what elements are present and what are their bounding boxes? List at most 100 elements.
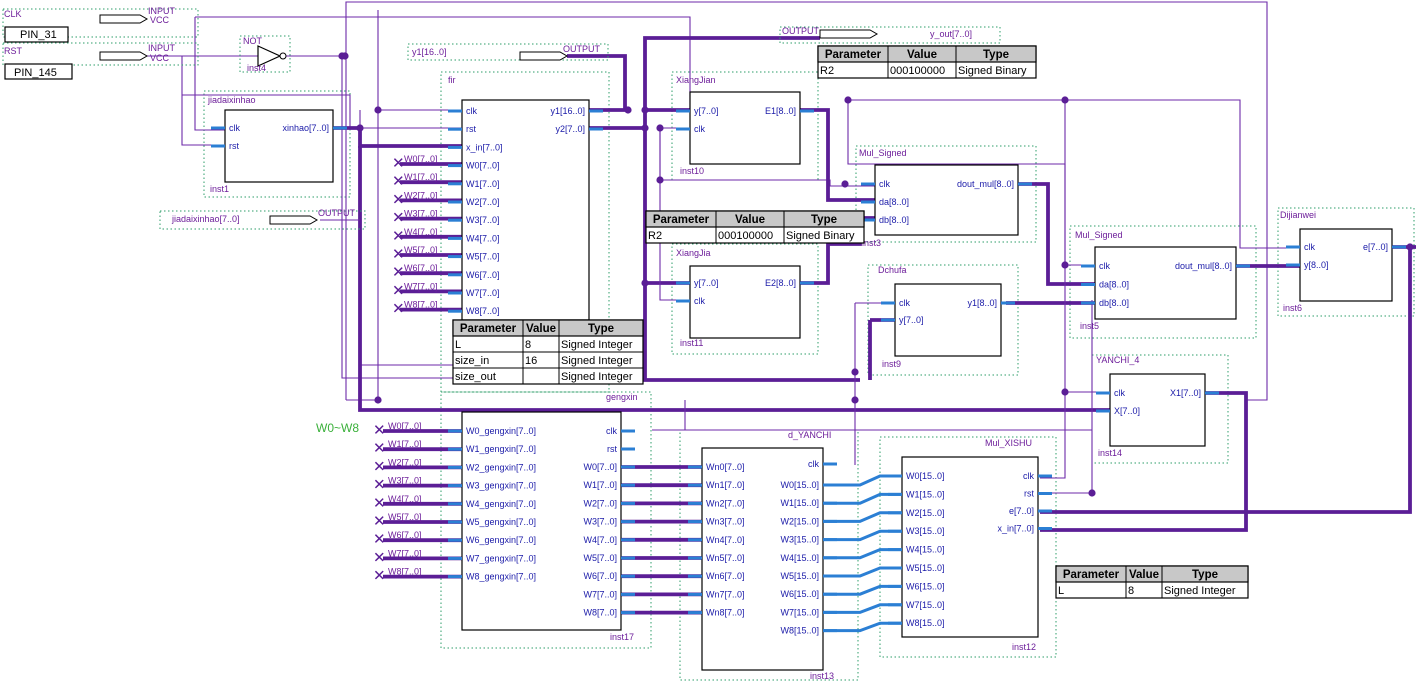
rst-to-fir[interactable] — [182, 94, 462, 129]
gengxin-out-pin: W3[7..0] — [583, 517, 617, 527]
t3-cell: 8 — [525, 339, 531, 351]
mul2-body[interactable] — [1094, 246, 1237, 320]
rst-to-jiadai[interactable] — [181, 56, 225, 146]
gengxin-out-pin: W7[7..0] — [583, 589, 617, 599]
dyanchi-out-pin: W7[15..0] — [780, 607, 819, 617]
dijianwei-body[interactable] — [1299, 228, 1393, 302]
junction-dot — [656, 176, 664, 184]
not-gate-icon[interactable] — [257, 45, 282, 67]
x1-to-mulxishu[interactable] — [1040, 391, 1248, 532]
fir-in-pin: W0[7..0] — [466, 161, 500, 171]
rst-pin-frame — [2, 42, 199, 66]
y1-output-bus[interactable] — [567, 54, 627, 112]
weights-annotation: W0~W8 — [316, 421, 359, 435]
t1-header-cell: Parameter — [825, 49, 882, 61]
group-frame — [1277, 207, 1415, 317]
mulxishu-in-pin: W7[15..0] — [906, 600, 945, 610]
xiangjian-out-pin: E1[8..0] — [765, 106, 796, 116]
dyanchi-out-pin: W3[15..0] — [780, 535, 819, 545]
t1-header-cell: Value — [907, 49, 937, 61]
y1-output-symbol[interactable] — [519, 51, 569, 61]
jiadai-out-pin: xinhao[7..0] — [282, 123, 329, 133]
y1-output-name: y1[16..0] — [412, 47, 447, 57]
yout-output-symbol[interactable] — [819, 29, 879, 39]
io-pins: CLK PIN_31 INPUT VCC RST PIN_145 INPUT V… — [2, 6, 1001, 435]
rst-input-symbol[interactable] — [99, 51, 149, 61]
e-feedback[interactable] — [1040, 247, 1412, 514]
mulxishu-body[interactable] — [901, 456, 1039, 638]
mul1-to-mul2[interactable] — [1018, 182, 1095, 286]
t3-cell: Signed Integer — [561, 355, 633, 367]
gengxin-in-pin: W3_gengxin[7..0] — [466, 481, 536, 491]
border-wire-top[interactable] — [345, 1, 1268, 401]
jiadai-inst: inst1 — [210, 184, 229, 194]
group-frame — [1091, 354, 1229, 464]
fir-w-label: W3[7..0] — [404, 209, 438, 219]
t4-cell: 8 — [1128, 585, 1134, 597]
mul2-block[interactable]: Mul_Signedinst5clkda[8..0]db[8..0]dout_m… — [1075, 230, 1250, 331]
t3-header-cell: Value — [526, 323, 556, 335]
gengxin-w-x-icon: ✕ — [373, 531, 386, 548]
fir-w-label: W5[7..0] — [404, 245, 438, 255]
not-gate-title: NOT — [243, 36, 263, 46]
gengxin-w-label: W8[7..0] — [388, 567, 422, 577]
dyanchi-in-pin: Wn1[7..0] — [706, 480, 745, 490]
gengxin-w-x-icon: ✕ — [373, 549, 386, 566]
clk-down[interactable] — [346, 110, 379, 401]
gengxin-body[interactable] — [461, 411, 622, 631]
jiadai-title: jiadaixinhao — [207, 95, 256, 105]
clk-to-mulxishu[interactable] — [1040, 100, 1066, 479]
mulxishu-in-pin: W3[15..0] — [906, 526, 945, 536]
mul1-block[interactable]: Mul_Signedinst3clkda[8..0]db[8..0]dout_m… — [859, 148, 1032, 248]
mul1-body[interactable] — [874, 164, 1019, 236]
mul1-in-pin: da[8..0] — [879, 197, 909, 207]
clk-wire-top[interactable] — [195, 16, 691, 110]
mul1-out-pin: dout_mul[8..0] — [957, 179, 1014, 189]
yanchi4-out-pin: X1[7..0] — [1170, 388, 1201, 398]
clk-pin-frame — [2, 8, 199, 38]
dijianwei-out-pin: e[7..0] — [1363, 242, 1388, 252]
fir-w-x-icon: ✕ — [392, 301, 405, 318]
mulxishu-block[interactable]: Mul_XISHUinst12W0[15..0]W1[15..0]W2[15..… — [888, 438, 1052, 652]
rst-bus-down[interactable] — [286, 55, 455, 379]
clk-input-symbol[interactable] — [99, 14, 149, 24]
clk-input-sub: VCC — [150, 15, 170, 25]
y2-bus-top[interactable] — [589, 36, 820, 130]
mulxishu-in-pin: W0[15..0] — [906, 471, 945, 481]
xiangjian-body[interactable] — [689, 91, 801, 165]
fir-title: fir — [448, 75, 456, 85]
clk-to-dijianwei[interactable] — [848, 99, 1300, 249]
dyanchi-block[interactable]: d_YANCHIinst13Wn0[7..0]Wn1[7..0]Wn2[7..0… — [688, 430, 837, 681]
clk-to-jiadai[interactable] — [194, 17, 225, 131]
yanchi4-title: YANCHI_4 — [1096, 355, 1139, 365]
dchufa-in-pin: clk — [899, 298, 910, 308]
dyanchi-out-pin: W6[15..0] — [780, 589, 819, 599]
gengxin-block[interactable]: gengxininst17W0_gengxin[7..0]W1_gengxin[… — [448, 392, 638, 642]
jiadai-body[interactable] — [224, 109, 334, 183]
xiangjia-body[interactable] — [689, 265, 801, 339]
xiangjian-in-pin: clk — [694, 124, 705, 134]
y2-bus-down[interactable] — [643, 128, 860, 382]
fir-block[interactable]: firclkrstx_in[7..0]W0[7..0]W1[7..0]W2[7.… — [448, 75, 603, 321]
dyanchi-out-pin: W0[15..0] — [780, 480, 819, 490]
dchufa-body[interactable] — [894, 283, 1002, 357]
rst-input-sub: VCC — [150, 53, 170, 63]
rst-pin-box[interactable] — [4, 63, 73, 80]
clk-pin-box[interactable] — [4, 26, 69, 43]
yanchi4-body[interactable] — [1109, 373, 1206, 447]
xinhao-to-yanchi[interactable] — [358, 146, 1110, 412]
xinhao-to-fir[interactable] — [333, 126, 462, 148]
jiadai-output-symbol[interactable] — [269, 215, 319, 225]
dyanchi-body[interactable] — [701, 447, 824, 671]
fir-in-pin: x_in[7..0] — [466, 142, 503, 152]
